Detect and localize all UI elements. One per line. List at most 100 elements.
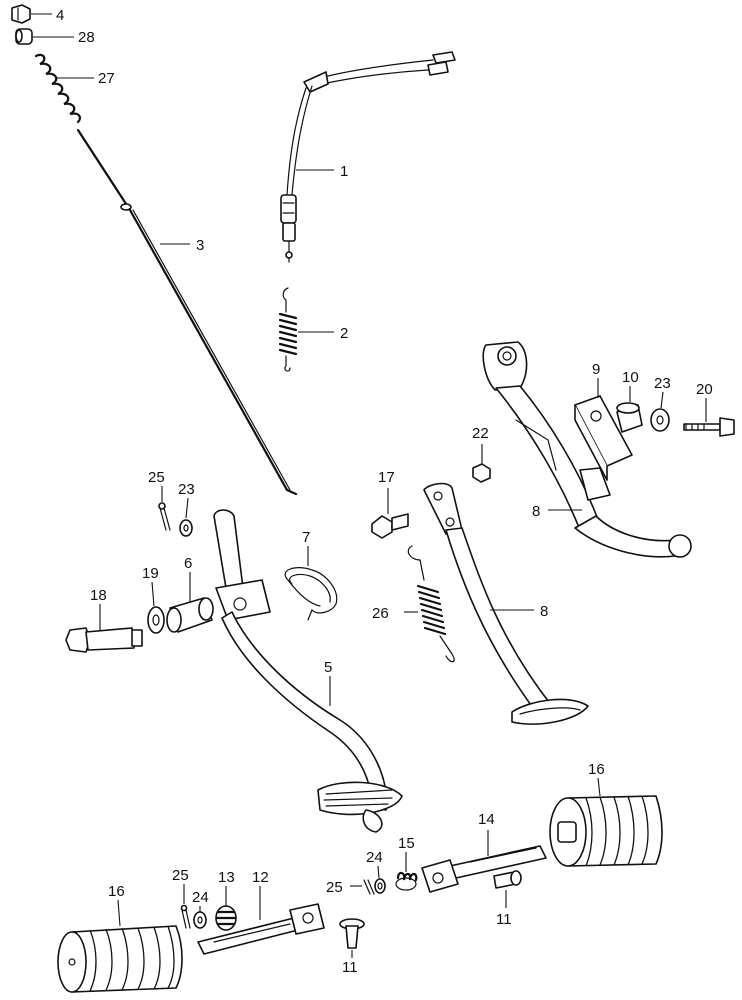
svg-text:23: 23 [654,375,671,392]
svg-text:24: 24 [366,849,383,866]
part-25-cotter-pin-middle [363,879,375,895]
part-28-joint-piece [15,28,33,45]
svg-text:15: 15 [398,835,415,852]
callout-6: 6 [184,555,192,602]
svg-text:25: 25 [148,469,165,486]
svg-text:25: 25 [326,879,343,896]
part-3-brake-rod [76,128,298,496]
callout-14: 14 [478,811,495,856]
part-27-brake-rod-spring [34,53,81,124]
part-5-brake-pedal [213,509,403,833]
part-9-bracket [574,395,633,481]
part-11-pin-lower [339,918,365,949]
svg-text:28: 28 [78,29,95,46]
svg-text:6: 6 [184,555,192,572]
part-23-washer-left [179,519,193,537]
part-23-washer-right [650,408,670,432]
callout-3: 3 [160,237,204,254]
svg-text:19: 19 [142,565,159,582]
callout-4: 4 [31,7,64,24]
callout-16a: 16 [588,761,605,797]
callout-26: 26 [372,605,418,622]
part-24-washer-upper [374,878,386,894]
svg-text:1: 1 [340,163,348,180]
part-8-stand-upper [482,341,692,558]
part-12-footpeg-bar-left [197,903,325,955]
callout-22: 22 [472,425,489,464]
part-13-footpeg-spring [215,905,237,931]
svg-text:12: 12 [252,869,269,886]
callout-25a: 25 [148,469,165,502]
callout-18: 18 [90,587,107,630]
callout-19: 19 [142,565,159,607]
callout-27: 27 [56,70,115,87]
part-16-footpeg-rubber-right [549,795,663,867]
callout-5: 5 [324,659,332,706]
callout-15: 15 [398,835,415,872]
callout-24b: 24 [192,889,209,912]
callout-10: 10 [622,369,639,402]
part-10-collar [616,402,643,433]
callout-17: 17 [378,469,395,514]
callout-16b: 16 [108,883,125,927]
callout-8a: 8 [532,503,582,520]
svg-text:26: 26 [372,605,389,622]
svg-text:11: 11 [496,911,512,928]
part-1-stop-switch [280,51,456,263]
svg-text:23: 23 [178,481,195,498]
callout-24a: 24 [366,849,383,879]
callout-11a: 11 [496,890,512,928]
callout-9: 9 [592,361,600,398]
svg-text:10: 10 [622,369,639,386]
svg-text:13: 13 [218,869,235,886]
svg-text:7: 7 [302,529,310,546]
callout-7: 7 [302,529,310,566]
svg-text:3: 3 [196,237,204,254]
svg-text:17: 17 [378,469,395,486]
svg-text:16: 16 [588,761,605,778]
part-22-nut [472,463,491,483]
callout-23b: 23 [178,481,195,519]
svg-text:8: 8 [532,503,540,520]
callout-25c: 25 [172,867,189,904]
callout-23a: 23 [654,375,671,409]
part-26-stand-spring [407,545,455,663]
part-4-adjusting-nut [11,4,31,24]
callout-2: 2 [298,325,348,342]
part-15-footpeg-spring [395,871,418,891]
svg-text:4: 4 [56,7,64,24]
part-18-pivot-bolt [65,627,143,653]
part-19-washer [147,606,165,634]
part-7-return-spring [284,567,338,621]
part-6-collar [166,597,214,633]
callout-28: 28 [33,29,95,46]
part-17-pivot-bolt [371,513,409,539]
part-8-stand-lower [423,482,589,725]
svg-text:18: 18 [90,587,107,604]
svg-text:8: 8 [540,603,548,620]
callout-11b: 11 [342,950,358,976]
svg-text:25: 25 [172,867,189,884]
callout-12: 12 [252,869,269,920]
svg-text:27: 27 [98,70,115,87]
svg-text:16: 16 [108,883,125,900]
callout-13: 13 [218,869,235,906]
callout-20: 20 [696,381,713,422]
part-20-bolt [683,417,735,437]
svg-text:24: 24 [192,889,209,906]
part-2-switch-spring [278,287,298,372]
part-14-footpeg-bar-right [421,845,547,893]
callout-1: 1 [296,163,348,180]
svg-text:20: 20 [696,381,713,398]
svg-text:2: 2 [340,325,348,342]
svg-text:9: 9 [592,361,600,378]
part-24-washer-lower [193,911,207,929]
callout-25b: 25 [326,879,362,896]
part-25-cotter-pin-upper [158,502,171,531]
callout-8b: 8 [490,603,548,620]
svg-text:11: 11 [342,959,358,976]
part-25-cotter-pin-lower [180,904,191,929]
part-16-footpeg-rubber-left [57,925,183,993]
svg-text:22: 22 [472,425,489,442]
